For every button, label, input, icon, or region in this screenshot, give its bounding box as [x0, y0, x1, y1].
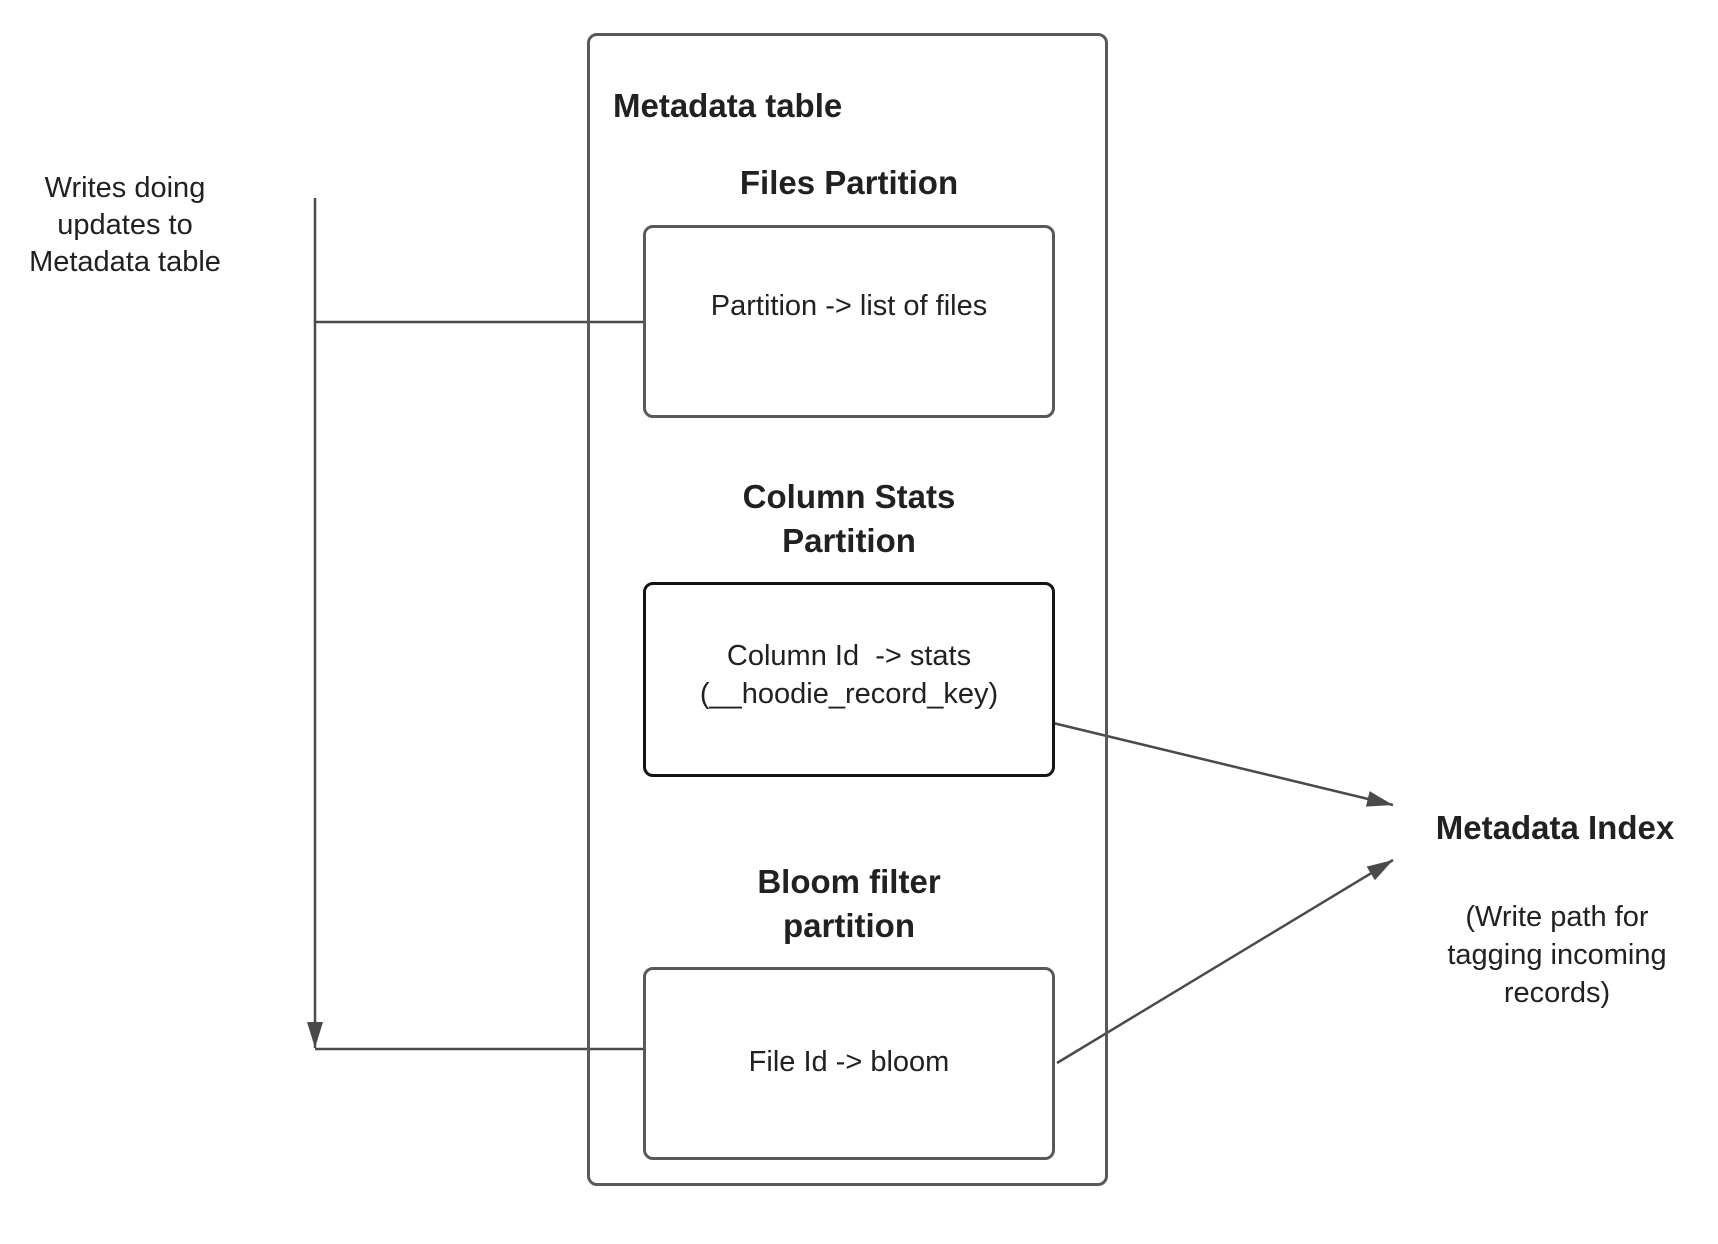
files-partition-label: Partition -> list of files: [710, 290, 988, 322]
files-partition-box: [643, 225, 1055, 418]
bloom-filter-partition-heading: Bloom filter partition: [757, 863, 941, 944]
writes-updates-note: Writes doing updates to Metadata table: [29, 172, 221, 278]
metadata-index-title: Metadata Index: [1435, 809, 1675, 846]
metadata-table-title: Metadata table: [613, 87, 843, 124]
bloom-filter-partition-label: File Id -> bloom: [748, 1046, 950, 1078]
column-stats-partition-label: Column Id -> stats (__hoodie_record_key): [699, 640, 999, 710]
files-partition-heading: Files Partition: [739, 164, 959, 201]
column-stats-to-metadata-index-arrow: [1052, 721, 1394, 807]
metadata-table-container: [587, 33, 1108, 1186]
bloom-to-metadata-index-arrow: [1056, 858, 1394, 1065]
metadata-index-subtitle: (Write path for tagging incoming records…: [1447, 901, 1667, 1009]
column-stats-partition-box: [643, 582, 1055, 777]
bloom-filter-partition-box: [643, 967, 1055, 1160]
column-stats-partition-heading: Column Stats Partition: [742, 478, 956, 559]
